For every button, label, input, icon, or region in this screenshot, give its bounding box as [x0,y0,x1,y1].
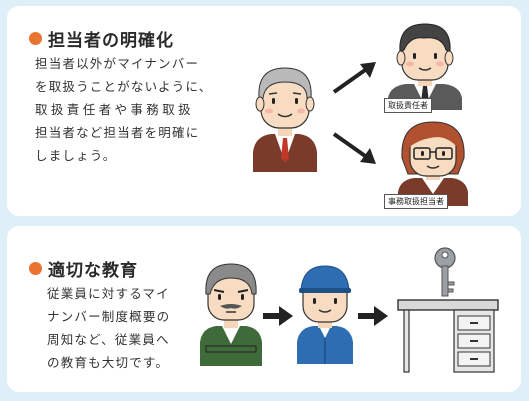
description-line: 担当者など担当者を明確に [35,125,200,140]
manager-illustration [388,23,462,110]
clerk-illustration [398,121,468,206]
label-clerk: 事務取扱担当者 [384,194,448,209]
section-heading: 適切な教育 [29,256,138,281]
employee-illustration [297,265,353,364]
arrow-icon [332,132,376,164]
arrow-icon [358,306,388,326]
bullet-icon [29,262,42,275]
description-line: 担当者以外がマイナンバー [35,56,200,71]
section-title: 担当者の明確化 [48,31,174,51]
key-icon [434,247,456,297]
arrow-icon [332,62,376,94]
description-line: ナンバー制度概要の [47,309,171,324]
arrow-icon [263,306,293,326]
label-manager: 取扱責任者 [384,98,432,113]
description-line: 従業員に対するマイ [47,286,170,301]
desk-icon [397,299,499,373]
bullet-icon [29,32,42,45]
description-line: の教育も大切です。 [47,355,170,370]
section-description: 担当者以外がマイナンバー を取扱うことがないように、 取扱責任者や事務取扱 担当… [35,52,212,167]
supervisor-illustration [253,67,317,172]
description-line: を取扱うことがないように、 [35,79,213,94]
section-title: 適切な教育 [48,261,138,281]
description-line: しましょう。 [35,148,117,163]
description-line: 取扱責任者や事務取扱 [35,102,195,117]
section-heading: 担当者の明確化 [29,26,174,51]
description-line: 周知など、従業員へ [47,332,170,347]
section-description: 従業員に対するマイ ナンバー制度概要の 周知など、従業員へ の教育も大切です。 [47,282,170,374]
instructor-illustration [200,263,262,366]
